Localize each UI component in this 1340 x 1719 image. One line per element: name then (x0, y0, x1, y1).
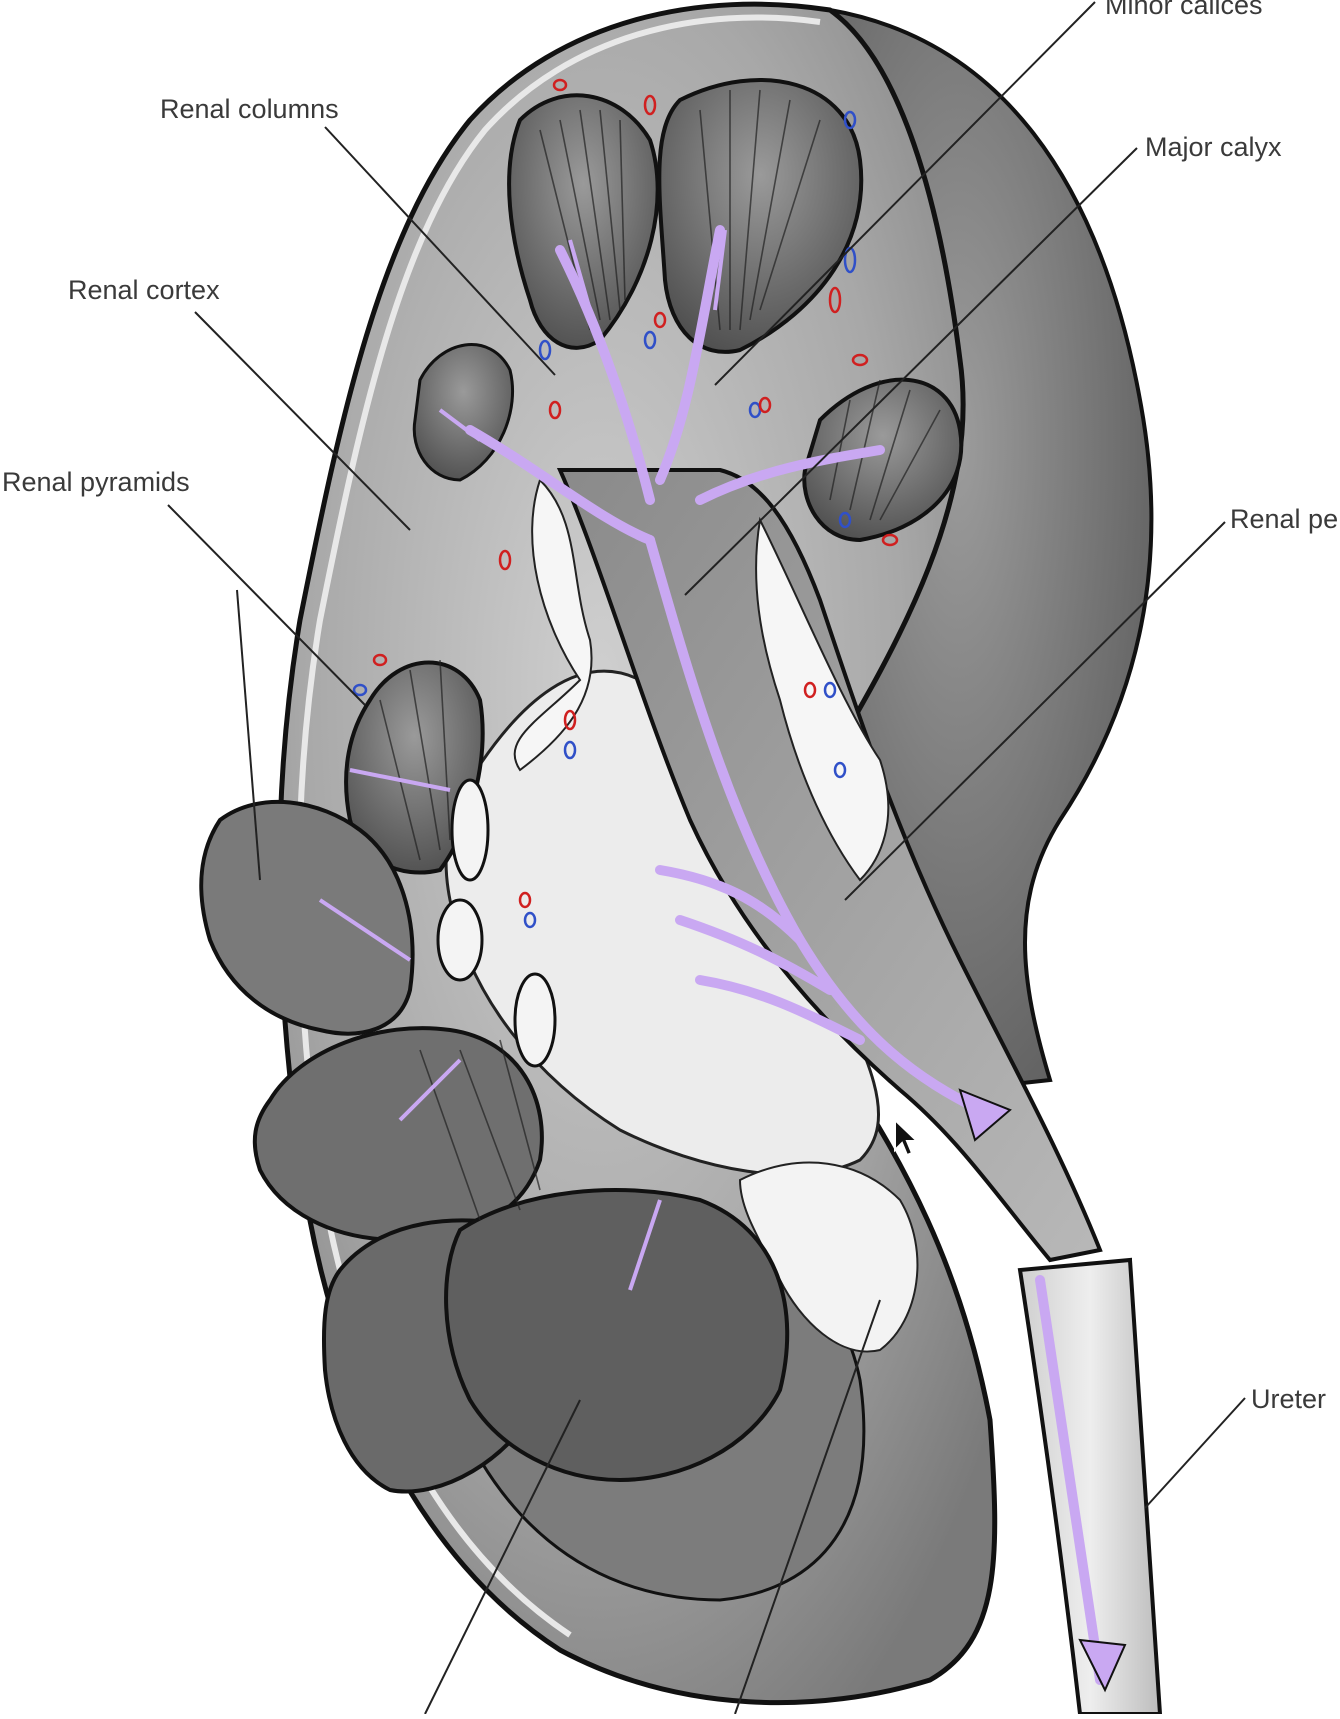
sinus-fat-upper (513, 478, 593, 772)
renal-pyramid-stippled-1 (199, 799, 415, 1036)
flow-arrowhead-ureter (1078, 1638, 1127, 1693)
renal-pyramid-stippled-4 (444, 1188, 790, 1483)
label-renal-pyramids: Renal pyramids (2, 467, 190, 497)
leader-lines (167, 1, 1246, 1715)
label-ureter: Ureter (1251, 1384, 1327, 1414)
mouse-cursor-icon (894, 1118, 920, 1157)
pyramid-urine-streaks (318, 229, 727, 1291)
renal-pyramid-stippled-2 (252, 1026, 544, 1243)
label-renal-columns: Renal columns (160, 94, 339, 124)
urine-flow (465, 225, 1105, 1685)
label-renal-pelvis: Renal pe (1230, 504, 1339, 534)
label-minor-calices: Minor calices (1105, 0, 1263, 20)
renal-pelvis (556, 468, 1103, 1263)
calyx-rims (436, 778, 557, 1068)
label-renal-cortex: Renal cortex (68, 275, 220, 305)
flow-arrowhead-pelvis (958, 1088, 1012, 1142)
sinus-fat-right (755, 516, 890, 882)
label-major-calyx: Major calyx (1145, 132, 1282, 162)
blood-vessels (352, 78, 899, 929)
